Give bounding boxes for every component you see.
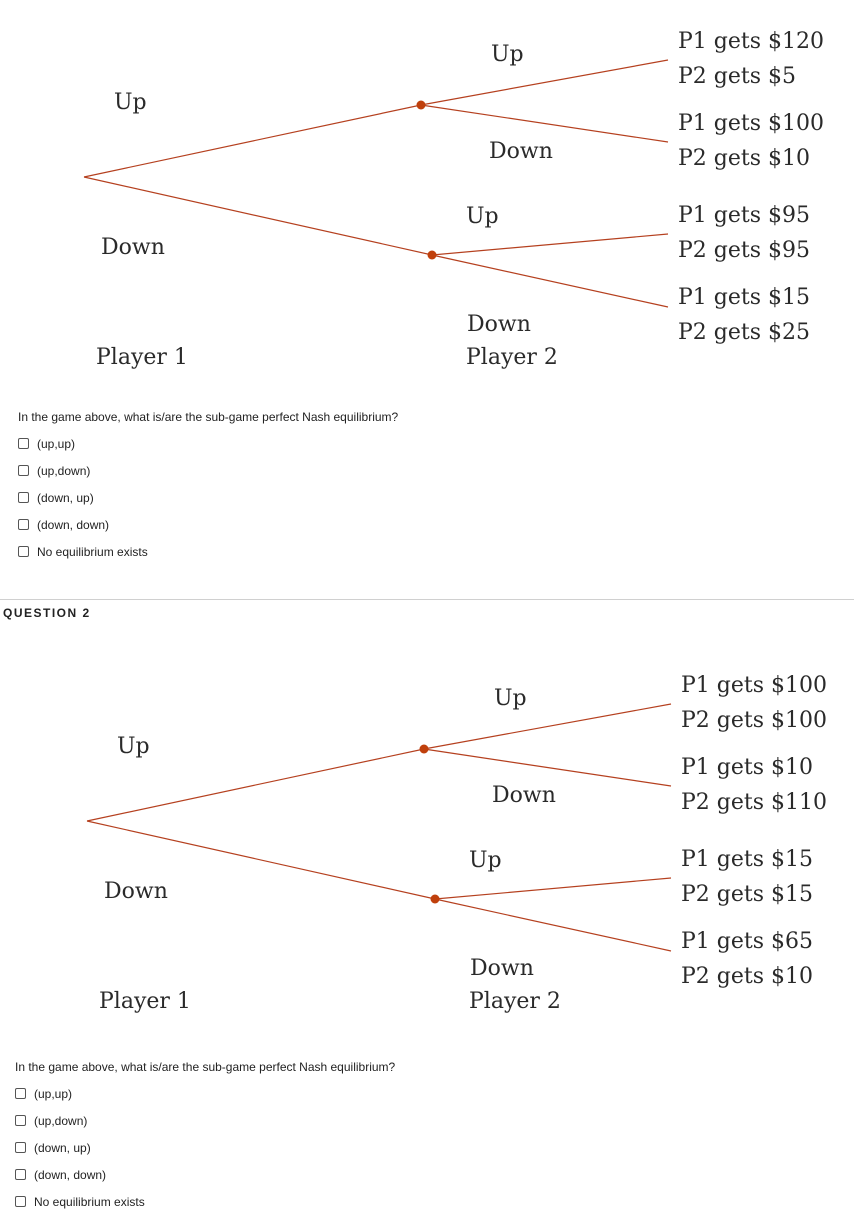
lower-up-label: Up [469,848,502,873]
checkbox[interactable] [15,1196,26,1207]
q1-option-down-up[interactable]: (down, up) [18,484,398,511]
option-label: (down, up) [37,490,94,505]
q2-option-down-up[interactable]: (down, up) [15,1134,395,1161]
node-upper [416,100,426,110]
payoff-4-p2: P2 gets $10 [681,964,814,989]
payoff-4-p1: P1 gets $65 [681,929,814,954]
upper-down-label: Down [489,139,553,164]
q2-option-down-down[interactable]: (down, down) [15,1161,395,1188]
option-label: (up,up) [34,1086,73,1101]
question-1: In the game above, what is/are the sub-g… [18,410,398,565]
node-lower [427,250,437,260]
payoff-2-p2: P2 gets $10 [678,146,811,171]
checkbox[interactable] [15,1088,26,1099]
node-upper [419,744,429,754]
checkbox[interactable] [18,546,29,557]
payoff-1-p1: P1 gets $100 [681,673,828,698]
q1-option-up-up[interactable]: (up,up) [18,430,398,457]
option-label: (down, down) [34,1167,107,1182]
question-1-text: In the game above, what is/are the sub-g… [18,410,399,424]
edge-p1-up [83,104,422,178]
payoff-2-p2: P2 gets $110 [681,790,828,815]
node-lower [430,894,440,904]
payoff-3-p2: P2 gets $95 [678,238,811,263]
player-1-label: Player 1 [99,989,191,1014]
lower-down-label: Down [470,956,534,981]
checkbox[interactable] [18,519,29,530]
payoff-4-p1: P1 gets $15 [678,285,811,310]
p1-move-down-label: Down [104,879,168,904]
option-label: (up,down) [34,1113,88,1128]
q2-option-no-equilibrium[interactable]: No equilibrium exists [15,1188,395,1215]
option-label: No equilibrium exists [37,544,148,559]
option-label: (up,down) [37,463,91,478]
game-tree-2-lines [86,703,672,952]
section-divider [0,599,854,600]
edge-upper-down [420,104,669,143]
edge-lower-down [434,898,672,952]
player-2-label: Player 2 [466,345,558,370]
payoff-1-p1: P1 gets $120 [678,29,825,54]
edge-p1-down [83,176,433,256]
question-2: In the game above, what is/are the sub-g… [15,1060,395,1215]
p1-move-up-label: Up [114,90,147,115]
q2-option-up-up[interactable]: (up,up) [15,1080,395,1107]
option-label: (down, up) [34,1140,91,1155]
payoff-3-p1: P1 gets $95 [678,203,811,228]
payoff-2-p1: P1 gets $10 [681,755,814,780]
q1-option-down-down[interactable]: (down, down) [18,511,398,538]
player-1-label: Player 1 [96,345,188,370]
question-2-text: In the game above, what is/are the sub-g… [15,1060,396,1074]
checkbox[interactable] [18,465,29,476]
edge-upper-up [420,59,669,106]
game-tree-2: Up Down Player 1 Up Down Up Down Player … [0,644,854,1013]
checkbox[interactable] [15,1142,26,1153]
q2-option-up-down[interactable]: (up,down) [15,1107,395,1134]
payoff-3-p1: P1 gets $15 [681,847,814,872]
upper-up-label: Up [494,686,527,711]
upper-down-label: Down [492,783,556,808]
payoff-4-p2: P2 gets $25 [678,320,811,345]
edge-p1-down [86,820,436,900]
q1-option-up-down[interactable]: (up,down) [18,457,398,484]
p1-move-down-label: Down [101,235,165,260]
game-tree-1: Up Down Player 1 Up Down Up Down Player … [0,0,854,369]
edge-lower-up [434,877,672,900]
checkbox[interactable] [18,492,29,503]
option-label: No equilibrium exists [34,1194,145,1209]
upper-up-label: Up [491,42,524,67]
edge-upper-up [423,703,672,750]
q1-option-no-equilibrium[interactable]: No equilibrium exists [18,538,398,565]
payoff-3-p2: P2 gets $15 [681,882,814,907]
option-label: (down, down) [37,517,110,532]
edge-lower-down [431,254,669,308]
edge-lower-up [431,233,669,256]
option-label: (up,up) [37,436,76,451]
question-2-header: QUESTION 2 [3,606,91,620]
checkbox[interactable] [18,438,29,449]
checkbox[interactable] [15,1115,26,1126]
player-2-label: Player 2 [469,989,561,1014]
edge-p1-up [86,748,425,822]
payoff-1-p2: P2 gets $5 [678,64,797,89]
lower-up-label: Up [466,204,499,229]
checkbox[interactable] [15,1169,26,1180]
game-tree-1-lines [83,59,669,308]
payoff-1-p2: P2 gets $100 [681,708,828,733]
p1-move-up-label: Up [117,734,150,759]
lower-down-label: Down [467,312,531,337]
edge-upper-down [423,748,672,787]
payoff-2-p1: P1 gets $100 [678,111,825,136]
